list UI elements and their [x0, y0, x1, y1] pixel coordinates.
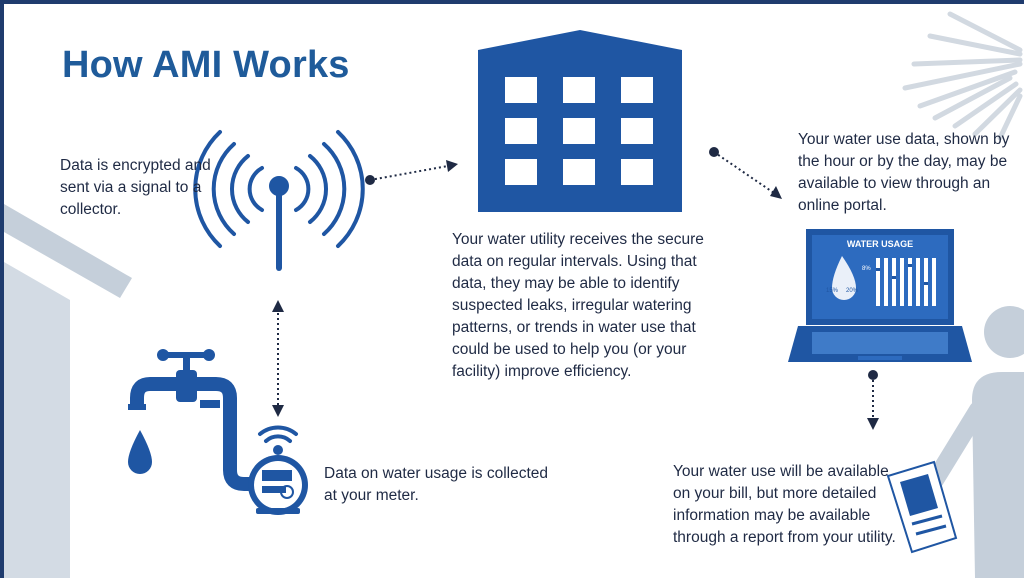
connector-meter-to-antenna	[272, 300, 284, 417]
laptop-icon: WATER USAGE 8% 15% 20%	[788, 229, 972, 362]
caption-portal: Your water use data, shown by the hour o…	[798, 131, 1010, 214]
laptop-screen-heading: WATER USAGE	[847, 239, 913, 249]
connector-antenna-to-utility	[365, 160, 458, 185]
page-title: How AMI Works	[62, 44, 350, 86]
water-meter-icon	[248, 455, 308, 515]
caption-bill: Your water use will be available on your…	[673, 463, 896, 546]
connector-portal-to-bill	[867, 370, 879, 430]
paper-bill-icon	[886, 460, 958, 554]
building-icon	[478, 30, 682, 212]
laptop-pct-c: 20%	[846, 288, 859, 294]
frame-top-border	[0, 0, 1024, 4]
caption-antenna: Data is encrypted and sent via a signal …	[60, 157, 211, 218]
sun-icon	[902, 11, 1023, 141]
antenna-icon	[193, 130, 365, 271]
caption-utility: Your water utility receives the secure d…	[452, 231, 704, 380]
laptop-pct-b: 15%	[826, 288, 839, 294]
wifi-icon	[258, 425, 298, 455]
house-outline-icon	[4, 204, 132, 578]
person-icon	[926, 306, 1024, 578]
connector-utility-to-portal	[709, 147, 782, 199]
caption-meter: Data on water usage is collected at your…	[324, 465, 549, 504]
water-drop-icon	[128, 430, 152, 474]
faucet-icon	[128, 349, 256, 491]
frame-left-border	[0, 0, 4, 578]
laptop-pct-a: 8%	[862, 266, 871, 272]
